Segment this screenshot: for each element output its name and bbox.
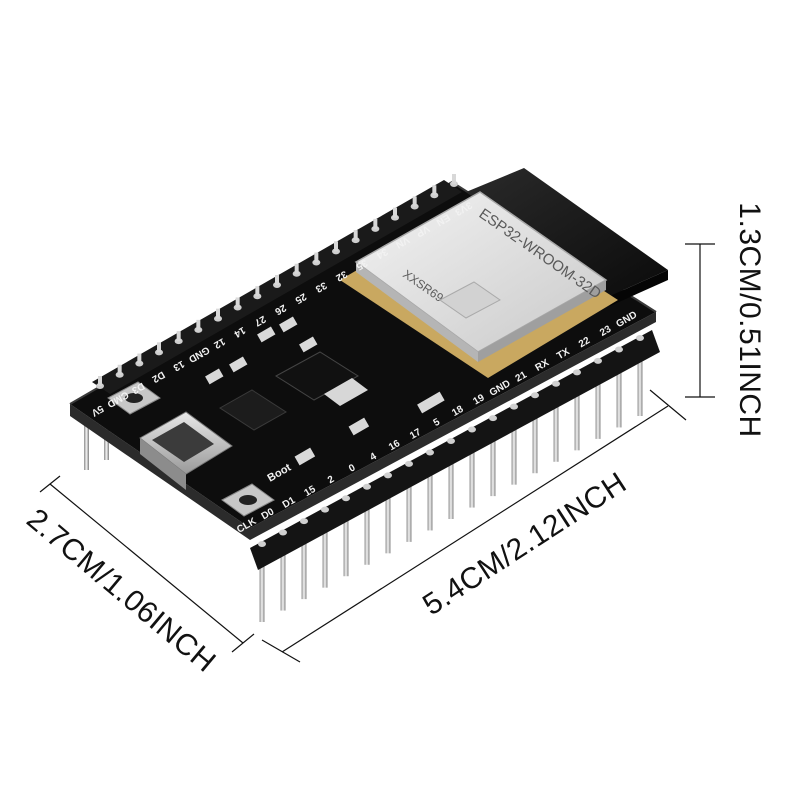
smd-components bbox=[205, 316, 445, 466]
header-pin bbox=[636, 335, 644, 341]
header-pin-tip bbox=[412, 196, 417, 207]
header-pin-tip bbox=[275, 275, 279, 285]
pin-label: 33 bbox=[313, 279, 329, 294]
qr-code bbox=[439, 281, 501, 319]
header-pin-leg bbox=[490, 440, 496, 497]
header-pin-tip bbox=[393, 207, 397, 218]
header-pin-leg bbox=[637, 360, 643, 416]
header-pin-leg bbox=[280, 554, 286, 611]
header-pin-leg bbox=[364, 508, 370, 565]
header-pin-tip bbox=[157, 342, 161, 353]
header-pin-tip bbox=[353, 230, 358, 241]
header-pin bbox=[363, 483, 371, 490]
header-pin-tip bbox=[216, 308, 220, 319]
usb-serial-chip bbox=[219, 389, 287, 431]
voltage-regulator bbox=[275, 351, 359, 401]
header-pin-leg bbox=[322, 531, 328, 588]
pin-label: 17 bbox=[408, 427, 424, 442]
header-pin bbox=[321, 506, 329, 513]
header-pin bbox=[258, 541, 266, 547]
header-pin-tip bbox=[432, 185, 437, 196]
front-header-top-pins bbox=[258, 335, 644, 547]
pin-label: 16 bbox=[387, 438, 403, 453]
header-pin bbox=[447, 438, 455, 444]
header-pin-leg bbox=[259, 566, 265, 622]
pin-label: 22 bbox=[577, 335, 593, 350]
pin-label: 4 bbox=[368, 451, 379, 464]
header-pin-leg bbox=[301, 543, 307, 600]
header-pin-leg bbox=[532, 417, 538, 474]
header-pin bbox=[468, 426, 476, 433]
header-pin-tip bbox=[314, 252, 319, 263]
pin-label: 12 bbox=[211, 335, 227, 350]
header-pin bbox=[426, 449, 434, 456]
en-button[interactable] bbox=[107, 381, 161, 415]
pin-label: 13 bbox=[171, 358, 187, 373]
header-pin bbox=[279, 529, 287, 536]
header-pin-leg bbox=[595, 382, 601, 439]
pin-label: 5 bbox=[432, 416, 443, 429]
pin-label: 26 bbox=[272, 302, 288, 317]
header-pin-tip bbox=[137, 353, 142, 364]
header-pin-tip bbox=[117, 364, 122, 375]
header-pin-leg bbox=[553, 405, 559, 462]
height-dimension: 1.3CM/0.51INCH bbox=[685, 202, 766, 438]
boot-button[interactable] bbox=[221, 483, 275, 517]
height-dimension-label: 1.3CM/0.51INCH bbox=[733, 202, 766, 437]
header-pin-tip bbox=[334, 241, 338, 252]
top-header-pins bbox=[96, 174, 458, 389]
antenna bbox=[466, 168, 668, 296]
header-pin-tip bbox=[98, 376, 102, 386]
header-pin-tip bbox=[235, 297, 240, 308]
pin-label: 25 bbox=[293, 290, 309, 305]
header-pin bbox=[300, 518, 308, 525]
esp32-dev-board: ESP32-WROOM-32D XXSR69 bbox=[69, 168, 668, 622]
header-pin bbox=[594, 357, 602, 364]
header-pin-leg bbox=[574, 394, 580, 451]
pin-label: 23 bbox=[598, 324, 614, 339]
pin-label: 5V bbox=[89, 402, 105, 418]
header-pin-leg bbox=[511, 428, 517, 485]
micro-usb-port[interactable] bbox=[139, 411, 233, 490]
pin-label: 32 bbox=[333, 268, 349, 283]
header-pin bbox=[405, 460, 413, 467]
pin-label: 2 bbox=[326, 474, 337, 487]
pin-label: 15 bbox=[303, 484, 319, 499]
header-pin bbox=[552, 380, 560, 387]
header-pin-leg bbox=[343, 520, 349, 577]
header-pin-leg bbox=[427, 474, 433, 531]
front-header-strip bbox=[250, 330, 660, 570]
pin-label: 21 bbox=[514, 369, 530, 384]
pin-label: 19 bbox=[471, 392, 487, 407]
header-pin bbox=[384, 472, 392, 479]
pin-label: 14 bbox=[232, 324, 248, 339]
left-header-pins bbox=[84, 420, 109, 470]
pin-label: 18 bbox=[450, 404, 466, 419]
bottom-header-pins bbox=[259, 360, 643, 622]
header-pin-leg bbox=[616, 371, 622, 428]
pin-label: 0 bbox=[347, 462, 358, 475]
header-pin-leg bbox=[469, 451, 475, 508]
pin-label: 34 bbox=[374, 246, 390, 261]
header-pin bbox=[531, 392, 539, 399]
header-pin bbox=[342, 495, 350, 502]
header-pin-leg bbox=[406, 485, 412, 542]
header-pin-tip bbox=[196, 319, 201, 330]
header-pin bbox=[489, 415, 497, 422]
header-pin-tip bbox=[452, 174, 456, 184]
header-pin-tip bbox=[176, 331, 181, 342]
header-pin-tip bbox=[373, 218, 378, 229]
header-pin-tip bbox=[294, 263, 299, 274]
pin-label: 27 bbox=[252, 313, 268, 328]
header-pin-leg bbox=[385, 497, 391, 554]
header-pin bbox=[510, 403, 518, 410]
width-dimension-label: 2.7CM/1.06INCH bbox=[20, 502, 222, 679]
pin-label: 35 bbox=[354, 257, 370, 272]
header-pin bbox=[615, 346, 623, 353]
header-pin-leg bbox=[448, 463, 454, 519]
header-pin bbox=[573, 369, 581, 376]
header-pin-tip bbox=[255, 286, 260, 297]
